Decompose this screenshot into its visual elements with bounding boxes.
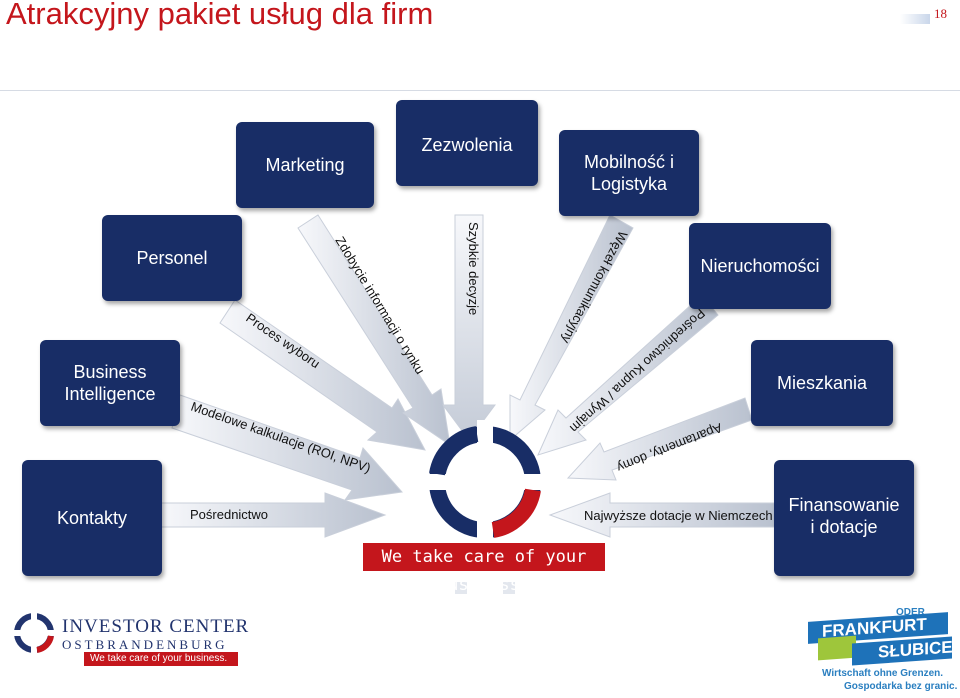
service-label: Marketing [265, 155, 345, 175]
service-box-marketing: Marketing [236, 122, 374, 208]
page-number-accent [900, 14, 930, 24]
service-box-business-intelligence: Business Intelligence [40, 340, 180, 426]
service-box-kontakty: Kontakty [22, 460, 162, 576]
service-label: Business Intelligence [64, 362, 156, 404]
service-box-nieruchomosci: Nieruchomości [689, 223, 831, 309]
service-label: Mobilność i Logistyka [583, 152, 675, 194]
frankfurt-green-accent [818, 635, 856, 661]
service-label: Kontakty [56, 508, 128, 528]
arrow-finansowanie [548, 492, 776, 538]
logo-shadow [503, 582, 515, 594]
arrow-mobilnosc [509, 214, 634, 442]
center-slogan: We take care of your business. [363, 543, 605, 595]
arrow-kontakty [159, 492, 387, 538]
investor-center-logo-icon [420, 420, 550, 545]
service-label: Personel [136, 248, 208, 268]
arrow-marketing [297, 214, 451, 447]
service-box-zezwolenia: Zezwolenia [396, 100, 538, 186]
frankfurt-tagline-pl: Gospodarka bez granic. [844, 681, 958, 692]
arrow-label-posrednictwo: Pośrednictwo [190, 507, 269, 522]
service-label: Finansowanie i dotacje [788, 495, 900, 537]
service-box-personel: Personel [102, 215, 242, 301]
investor-center-region: OSTBRANDENBURG [62, 637, 228, 652]
arrow-business-intelligence [171, 394, 403, 501]
frankfurt-oder-label: ODER [896, 607, 925, 618]
arrow-label-najwyzsze-dotacje: Najwyższe dotacje w Niemczech [584, 508, 773, 523]
investor-center-name: INVESTOR CENTER [62, 616, 250, 637]
page-number: 18 [934, 6, 947, 21]
investor-center-mark-icon [13, 612, 55, 654]
service-label: Mieszkania [776, 373, 868, 393]
frankfurt-tagline-de: Wirtschaft ohne Grenzen. [822, 668, 944, 679]
service-label: Zezwolenia [421, 135, 513, 155]
arrow-nieruchomosci [537, 294, 719, 456]
logo-shadow [455, 582, 467, 594]
investor-center-tagline: We take care of your business. [84, 652, 238, 666]
service-box-mieszkania: Mieszkania [751, 340, 893, 426]
arrow-personel [219, 299, 426, 451]
service-box-mobilnosc: Mobilność i Logistyka [559, 130, 699, 216]
slide-title: Atrakcyjny pakiet usług dla firm [6, 0, 434, 31]
service-box-finansowanie: Finansowanie i dotacje [774, 460, 914, 576]
service-label: Nieruchomości [700, 256, 820, 276]
arrow-mieszkania [566, 397, 753, 481]
title-divider [0, 90, 960, 91]
arrow-label-szybkie: Szybkie decyzje [466, 222, 481, 315]
